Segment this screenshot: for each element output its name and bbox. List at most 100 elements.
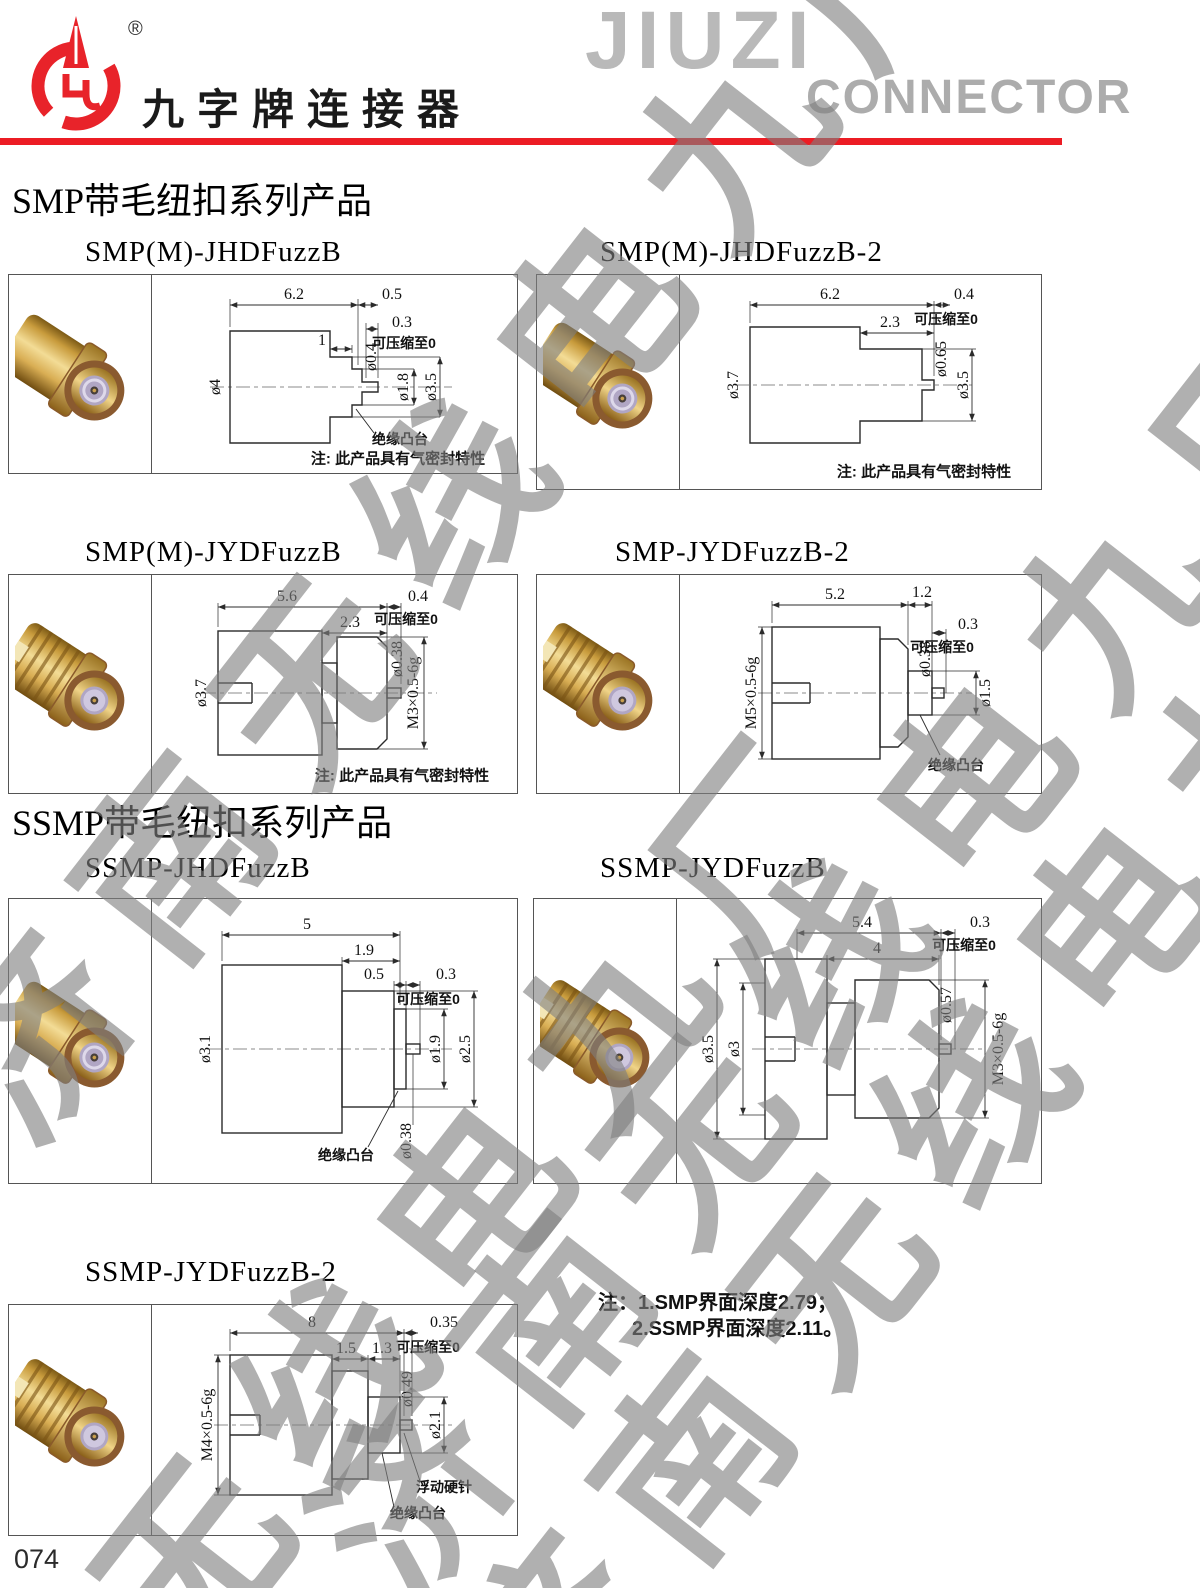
- label-compress: 可压缩至0: [932, 937, 996, 953]
- dim-mid: 1.2: [912, 584, 932, 601]
- label-seal-note: 注: 此产品具有气密封特性: [836, 463, 1012, 481]
- dia-pin: ø0.4: [363, 343, 380, 371]
- dia-inner: ø3: [726, 1041, 743, 1057]
- section-title-ssmp: SSMP带毛纽扣系列产品: [12, 803, 393, 843]
- dia-pin: ø0.49: [399, 1371, 416, 1407]
- label-compress: 可压缩至0: [910, 639, 974, 655]
- dia-outer: ø3.5: [423, 373, 440, 401]
- product-box-6: 5.4 0.3 可压缩至0 4 ø3.5 ø3 ø0.57 M3×0.5-6g: [533, 898, 1042, 1184]
- section-title-smp: SMP带毛纽扣系列产品: [12, 181, 373, 221]
- header-rule: [0, 138, 1062, 145]
- dia-boss: ø1.8: [395, 373, 412, 401]
- product-photo-cell: [9, 575, 152, 793]
- dim-total: 5: [303, 916, 311, 933]
- product-drawing-cell: 5.6 0.4 可压缩至0 2.3 ø3.7 ø0.38 M3×0.5-6g 注…: [152, 575, 517, 793]
- dia-pin: ø0.38: [398, 1123, 415, 1159]
- brand-name-jiuzi: JIUZI: [585, 0, 816, 86]
- product-drawing: [713, 929, 989, 1140]
- product-drawing-cell: 5.4 0.3 可压缩至0 4 ø3.5 ø3 ø0.57 M3×0.5-6g: [677, 899, 1041, 1183]
- label-thread: M3×0.5-6g: [405, 656, 422, 730]
- product-photo: [15, 966, 145, 1116]
- product-box-7: 8 0.35 可压缩至0 1.5 1.3 M4×0.5-6g ø0.49 ø2.…: [8, 1304, 518, 1536]
- dim-s1: 1.5: [336, 1340, 356, 1357]
- brand-name-connector: CONNECTOR: [806, 71, 1133, 124]
- label-thread: M3×0.5-6g: [990, 1012, 1007, 1086]
- dim-fuzz: 0.4: [408, 588, 428, 605]
- product-drawing-cell: 6.2 0.4 可压缩至0 2.3 ø0.65 ø3.7 ø3.5 注: 此产品…: [680, 275, 1041, 489]
- dim-total: 8: [308, 1314, 316, 1331]
- dia-outer: ø2.5: [457, 1035, 474, 1063]
- dia-pin: ø0.65: [933, 341, 950, 377]
- product-box-3: 5.6 0.4 可压缩至0 2.3 ø3.7 ø0.38 M3×0.5-6g 注…: [8, 574, 518, 794]
- product-box-1: 6.2 0.5 0.3 可压缩至0 1 ø0.4 ø4 ø1.8 ø3.5 绝缘…: [8, 274, 518, 474]
- dim-total: 6.2: [284, 286, 304, 303]
- dim-fuzz: 0.5: [382, 286, 402, 303]
- dim-step: 1: [318, 332, 326, 349]
- product-photo-cell: [9, 275, 152, 473]
- footer-note-line2: 2.SSMP界面深度2.11。: [632, 1318, 844, 1340]
- registered-mark: ®: [128, 18, 143, 40]
- dim-tip: 0.3: [436, 966, 456, 983]
- product-drawing-cell: 6.2 0.5 0.3 可压缩至0 1 ø0.4 ø4 ø1.8 ø3.5 绝缘…: [152, 275, 517, 473]
- dim-tip: 0.3: [958, 616, 978, 633]
- dia-body: ø3.1: [197, 1035, 214, 1063]
- dia-boss: ø1.5: [977, 679, 994, 707]
- product-drawing: [214, 1329, 452, 1508]
- dia-body: ø3.7: [193, 679, 210, 707]
- product-photo-cell: [537, 275, 680, 489]
- dim-total: 6.2: [820, 286, 840, 303]
- label-compress: 可压缩至0: [396, 1339, 460, 1355]
- dim-mid: 4: [873, 940, 881, 957]
- product-title-3: SMP(M)-JYDFuzzB: [85, 536, 342, 568]
- label-compress: 可压缩至0: [396, 991, 460, 1007]
- product-drawing: [207, 931, 478, 1148]
- footer-note-line1: 注：1.SMP界面深度2.79；: [598, 1292, 837, 1314]
- dim-tip: 0.3: [392, 314, 412, 331]
- label-thread: M5×0.5-6g: [743, 656, 760, 730]
- dim-total: 5.6: [277, 588, 297, 605]
- product-photo: [540, 966, 670, 1116]
- dia-inner: ø1.9: [427, 1035, 444, 1063]
- product-drawing: [758, 601, 980, 760]
- dia-boss: ø2.1: [427, 1411, 444, 1439]
- label-seal-note: 注: 此产品具有气密封特性: [314, 767, 490, 785]
- dim-tip: 0.35: [430, 1314, 458, 1331]
- product-photo: [543, 307, 673, 457]
- product-drawing-cell: 8 0.35 可压缩至0 1.5 1.3 M4×0.5-6g ø0.49 ø2.…: [152, 1305, 517, 1535]
- dim-tip: 0.3: [970, 914, 990, 931]
- product-title-5: SSMP-JHDFuzzB: [85, 852, 311, 884]
- label-insulator-boss: 绝缘凸台: [390, 1505, 446, 1521]
- label-thread: M4×0.5-6g: [199, 1388, 216, 1462]
- product-drawing: [735, 301, 976, 444]
- brand-logo: [31, 16, 121, 131]
- product-photo: [15, 609, 145, 759]
- dim-s2: 1.3: [372, 1340, 392, 1357]
- product-title-6: SSMP-JYDFuzzB: [600, 852, 826, 884]
- dia-pin: ø0.57: [938, 987, 955, 1023]
- dia-body: ø3.7: [725, 371, 742, 399]
- dim-mid: 2.3: [340, 614, 360, 631]
- dim-mid: 1.9: [354, 942, 374, 959]
- product-photo: [543, 609, 673, 759]
- product-photo-cell: [537, 575, 680, 793]
- product-box-2: 6.2 0.4 可压缩至0 2.3 ø0.65 ø3.7 ø3.5 注: 此产品…: [536, 274, 1042, 490]
- dim-total: 5.4: [852, 914, 872, 931]
- dia-pin: ø0.38: [917, 641, 934, 677]
- label-compress: 可压缩至0: [914, 311, 978, 327]
- dim-fuzz: 0.4: [954, 286, 974, 303]
- product-box-4: 5.2 1.2 0.3 可压缩至0 M5×0.5-6g ø0.38 ø1.5 绝…: [536, 574, 1042, 794]
- product-drawing-cell: 5 1.9 0.5 0.3 可压缩至0 ø3.1 ø1.9 ø2.5 ø0.38…: [152, 899, 517, 1183]
- label-insulator-boss: 绝缘凸台: [928, 757, 984, 773]
- label-insulator-boss: 绝缘凸台: [318, 1147, 374, 1163]
- product-title-7: SSMP-JYDFuzzB-2: [85, 1256, 337, 1288]
- product-photo: [15, 1345, 145, 1495]
- dim-sub: 0.5: [364, 966, 384, 983]
- label-compress: 可压缩至0: [374, 611, 438, 627]
- product-drawing: [210, 299, 452, 444]
- product-photo-cell: [9, 899, 152, 1183]
- product-drawing-cell: 5.2 1.2 0.3 可压缩至0 M5×0.5-6g ø0.38 ø1.5 绝…: [680, 575, 1041, 793]
- dia-body: ø4: [207, 379, 224, 395]
- dim-mid: 2.3: [880, 314, 900, 331]
- page-number: 074: [14, 1544, 60, 1574]
